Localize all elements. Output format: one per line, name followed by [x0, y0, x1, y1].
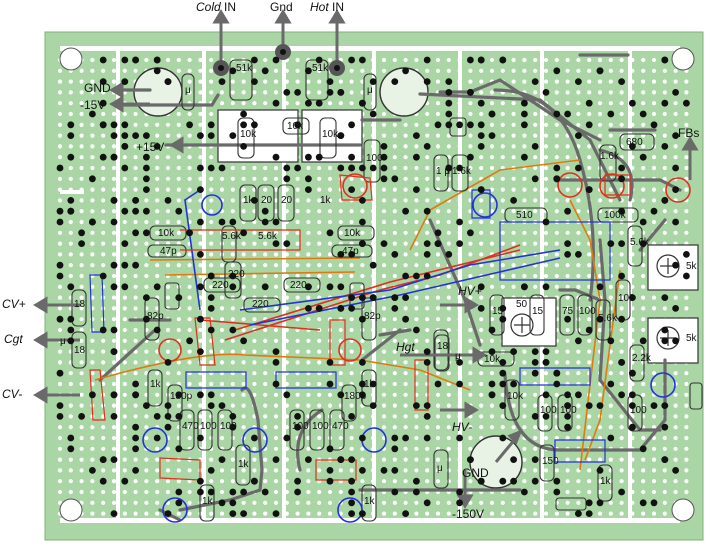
- r-1k-bl-label: 1k: [238, 459, 249, 470]
- c-82p-l-label: 82p: [147, 311, 164, 322]
- cgt-label: Cgt: [4, 332, 23, 346]
- io-arrows: [33, 9, 699, 509]
- r-56k-a-label: 5.6k: [222, 231, 241, 242]
- c-82p-r-label: 82p: [364, 311, 381, 322]
- r-510-label: 510: [516, 210, 533, 221]
- c-47p-r-label: 47p: [342, 246, 359, 257]
- input-jacks: [213, 44, 345, 76]
- r-100k-label: 100k: [604, 210, 626, 221]
- r-100-top-label: 100: [366, 153, 383, 164]
- r-1k-r-label: 1k: [364, 379, 375, 390]
- r-56k-c-label: 5.6k: [630, 237, 649, 248]
- cap-mu-m-label: μ: [455, 351, 461, 362]
- r-1k-l-label: 1k: [150, 379, 161, 390]
- c-180p-l-label: 180p: [170, 391, 193, 402]
- r-100-mid-label: 100: [579, 306, 596, 317]
- r-100-b2-label: 100: [560, 405, 577, 416]
- hgt-label: Hgt: [396, 340, 415, 354]
- r-22k-label: 2.2k: [632, 353, 651, 364]
- blue-circle-markers: [142, 192, 676, 523]
- r-680-label: 680: [626, 137, 643, 148]
- cap-mu-tl-label: μ: [185, 85, 191, 96]
- r-1k-bb-label: 1k: [364, 496, 375, 507]
- r-20-a-label: 20: [261, 195, 273, 206]
- r-220-b-label: 220: [212, 280, 229, 291]
- r-100-lb-label: 100: [220, 421, 237, 432]
- cap-mu-l-label: μ: [60, 336, 66, 347]
- r-1k-b-label: 1k: [320, 195, 331, 206]
- neg150-label: -150V: [452, 507, 485, 521]
- r-75-a-label: 75: [562, 306, 574, 317]
- r-51k-right-label: 51k: [312, 63, 329, 74]
- cv-minus-label: CV-: [2, 387, 23, 401]
- r-100-la-label: 100: [200, 421, 217, 432]
- cap-mu-tr-label: μ: [367, 85, 373, 96]
- cold-text: Cold: [196, 0, 221, 14]
- red-circle-markers: [158, 172, 691, 362]
- r-470-l-label: 470: [182, 421, 199, 432]
- r-1k-a-label: 1k: [243, 195, 254, 206]
- r-51k-left-label: 51k: [236, 63, 253, 74]
- r-20-b-label: 20: [281, 195, 293, 206]
- r-15-a-label: 15: [492, 306, 504, 317]
- pot-crosshairs: [510, 254, 680, 350]
- r-100-rb-label: 100: [312, 421, 329, 432]
- r-16k-a-label: 1.6k: [452, 166, 471, 177]
- red-outline-boxes: [89, 174, 631, 481]
- r-1k-br-label: 1k: [202, 496, 213, 507]
- hot-input-label: Hot IN: [310, 0, 344, 14]
- neg15-label: -15V: [80, 98, 106, 112]
- r-470-r-label: 470: [332, 421, 349, 432]
- pos15-label: +15V: [136, 140, 165, 154]
- c-47p-l-label: 47p: [160, 246, 177, 257]
- hv-minus-label: HV-: [452, 420, 473, 434]
- r-1k-rb-label: 1k: [600, 476, 611, 487]
- r-15-b-label: 15: [532, 306, 544, 317]
- r-150-label: 150: [542, 456, 559, 467]
- cap-1mu-label: 1 μ: [436, 166, 451, 177]
- gnd-bottom-label: GND: [462, 466, 489, 480]
- r-10k-m-label: 10k: [484, 354, 501, 365]
- r-10k-r2-label: 10k: [344, 228, 361, 239]
- pot-5k-a-label: 5k: [686, 261, 697, 272]
- r-10k-l2-label: 10k: [158, 228, 175, 239]
- c-180p-r-label: 180p: [344, 391, 367, 402]
- mounting-holes: [59, 47, 695, 522]
- pot-5k-b-label: 5k: [686, 333, 697, 344]
- r-18-c-label: 18: [437, 341, 449, 352]
- r-100-r-label: 100: [618, 293, 635, 304]
- cold-suffix: IN: [220, 0, 237, 14]
- cap-mu-b-label: μ: [437, 463, 443, 474]
- solder-pads: [56, 56, 690, 517]
- r-10k-a-label: 10k: [240, 129, 257, 140]
- r-220-c-label: 220: [290, 280, 307, 291]
- cold-input-label: Cold IN: [196, 0, 236, 14]
- gnd-left-label: GND: [84, 81, 111, 95]
- gnd-input-label: Gnd: [270, 0, 293, 14]
- r-100-b3-label: 100: [630, 405, 647, 416]
- pot-50-label: 50: [516, 299, 528, 310]
- r-100-ra-label: 100: [292, 421, 309, 432]
- r-56k-d-label: 5.6k: [598, 313, 617, 324]
- hot-text: Hot: [310, 0, 329, 14]
- fbs-label: FBs: [678, 126, 700, 140]
- hot-suffix: IN: [328, 0, 345, 14]
- r-18-b-label: 18: [74, 345, 86, 356]
- cv-plus-label: CV+: [2, 297, 26, 311]
- r-100-b1-label: 100: [540, 405, 557, 416]
- r-16k-b-label: 1.6k: [600, 151, 619, 162]
- r-10k-v-label: 10k: [507, 391, 524, 402]
- ic-packages: [217, 109, 363, 163]
- r-10k-b-label: 10k: [287, 121, 304, 132]
- r-56k-b-label: 5.6k: [258, 231, 277, 242]
- r-220-d-label: 220: [252, 299, 269, 310]
- r-220-a-label: 220: [228, 269, 245, 280]
- hv-plus-label: HV+: [458, 284, 482, 298]
- r-18-a-label: 18: [74, 299, 86, 310]
- r-10k-c-label: 10k: [322, 129, 339, 140]
